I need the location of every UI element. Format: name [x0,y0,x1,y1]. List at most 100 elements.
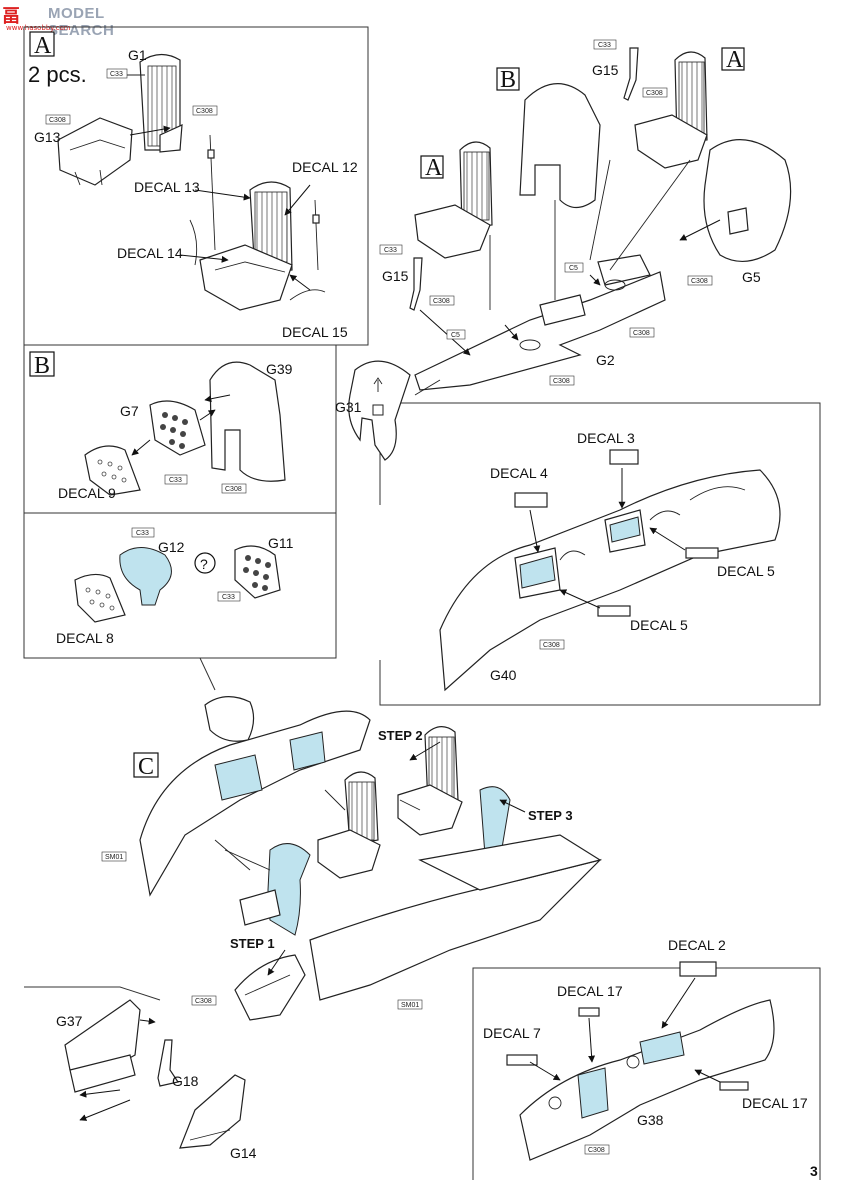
watermark: 畐 MODEL SEARCH www.hasobby.com [0,0,160,39]
seat-g13 [57,117,133,186]
step-2-label: STEP 2 [378,728,423,743]
watermark-logo: 畐 [2,6,20,27]
label-decal-4: DECAL 4 [490,465,548,481]
page-number: 3 [810,1163,818,1179]
tag-c33: C33 [110,71,123,78]
section-b-letter: B [34,353,50,379]
seat-a-left [414,141,493,259]
label-g7: G7 [120,403,139,419]
sidewall-g40 [439,469,781,692]
section-c: C STEP 2 STEP 3 STEP 1 SM01 SM01 C308 [101,696,602,1021]
label-g39: G39 [266,361,293,377]
question-mark: ? [200,556,208,572]
section-sidewall: DECAL 3 DECAL 4 DECAL 5 DECAL 5 G40 C308 [439,430,781,692]
tag-c308: C308 [543,642,560,649]
label-decal-14: DECAL 14 [117,245,183,261]
label-g37: G37 [56,1013,83,1029]
section-a-letter: A [34,33,52,59]
seat-assembled [199,181,293,311]
tag-c308: C308 [633,330,650,337]
label-g38: G38 [637,1112,664,1128]
tag-c33: C33 [384,247,397,254]
panel-g7 [149,400,206,456]
label-decal-3: DECAL 3 [577,430,635,446]
tag-c308: C308 [196,108,213,115]
watermark-title: MODEL SEARCH [48,5,115,39]
label-decal-8: DECAL 8 [56,630,114,646]
tag-c33: C33 [598,42,611,49]
label-g40: G40 [490,667,517,683]
tag-c308: C308 [553,378,570,385]
bulkhead-b [519,83,601,209]
label-g2: G2 [596,352,615,368]
tag-c308: C308 [49,117,66,124]
tag-sm01: SM01 [105,854,123,861]
label-g18: G18 [172,1073,199,1089]
watermark-url: www.hasobby.com [6,24,71,32]
part-g18 [157,1039,179,1087]
label-g11: G11 [268,535,294,551]
belt-decal-15 [289,289,326,301]
label-decal-5: DECAL 5 [630,617,688,633]
seat-g1 [139,53,183,153]
tag-c5: C5 [569,265,578,272]
label-g1: G1 [128,47,147,63]
label-g14: G14 [230,1145,257,1161]
label-g13: G13 [34,129,61,145]
bulkhead-g39 [209,361,286,482]
quantity-label: 2 pcs. [28,62,87,87]
label-decal-7: DECAL 7 [483,1025,541,1041]
sidewall-g38 [519,999,775,1161]
label-g15-upper: G15 [592,62,619,78]
step-3-label: STEP 3 [528,808,573,823]
tag-c33: C33 [136,530,149,537]
part-g15-lower [409,257,423,311]
box-a-right: A [726,47,744,73]
label-decal-17: DECAL 17 [742,1095,808,1111]
section-alt: ? G12 G11 DECAL 8 C33 C33 [56,527,294,646]
tag-c33: C33 [222,594,235,601]
bulkhead-c [267,843,311,936]
tag-c308: C308 [433,298,450,305]
sidewall-right [309,858,602,1001]
label-decal-15: DECAL 15 [282,324,348,340]
decal-8 [74,573,126,623]
tag-c5: C5 [451,332,460,339]
nose-part [234,954,306,1021]
box-a-left: A [425,155,443,181]
box-b: B [500,67,516,93]
section-a: A 2 pcs. [28,31,358,340]
label-g12: G12 [158,539,185,555]
tag-c308: C308 [588,1147,605,1154]
decal-9 [84,445,141,496]
label-g31: G31 [335,399,362,415]
step-1-label: STEP 1 [230,936,275,951]
label-decal-9: DECAL 9 [58,485,116,501]
section-b: B G39 G7 DECAL 9 C33 C308 [29,351,293,501]
bulkhead-g5 [703,139,792,262]
label-decal-5: DECAL 5 [717,563,775,579]
label-decal-2: DECAL 2 [668,937,726,953]
label-decal-12: DECAL 12 [292,159,358,175]
panel-removed [204,696,255,742]
label-decal-13: DECAL 13 [134,179,200,195]
label-g15-lower: G15 [382,268,409,284]
section-right-wall: DECAL 2 DECAL 17 DECAL 7 DECAL 17 G38 C3… [483,937,808,1161]
label-decal-17: DECAL 17 [557,983,623,999]
seat-a-right [634,51,708,169]
section-c-letter: C [138,754,154,780]
section-floor: G37 G18 G14 [56,999,257,1161]
part-g14 [179,1074,246,1149]
tag-sm01: SM01 [401,1002,419,1009]
tag-c308: C308 [225,486,242,493]
tag-c308: C308 [195,998,212,1005]
main-assembly: A B A [335,39,792,461]
belt-decal-14 [189,219,198,266]
tag-c308: C308 [691,278,708,285]
part-g15-upper [623,47,639,101]
panel-g12 [119,547,172,606]
label-g5: G5 [742,269,761,285]
tag-c33: C33 [169,477,182,484]
tag-c308: C308 [646,90,663,97]
